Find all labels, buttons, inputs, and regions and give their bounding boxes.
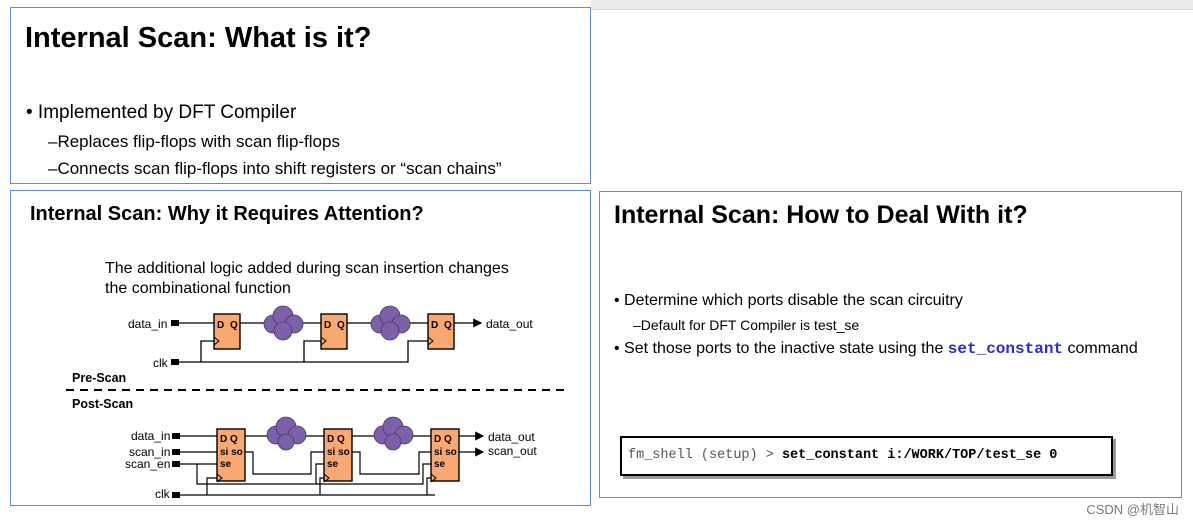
data-in-label: data_in <box>131 429 170 443</box>
ff-pins-1: D Q <box>434 434 452 445</box>
ff-pins-2: si so <box>327 447 350 458</box>
port-pin <box>171 359 179 365</box>
flip-flop: D Q <box>213 313 241 350</box>
command-text: set_constant i:/WORK/TOP/test_se 0 <box>781 448 1058 463</box>
clk-label: clk <box>153 356 169 370</box>
scan-diagram: data_in clk D Q D Q <box>66 305 569 501</box>
post-scan-circuit: data_in scan_in scan_en clk <box>125 416 537 501</box>
ff-d: D <box>217 320 224 331</box>
bullet-text: command <box>1063 340 1138 357</box>
code-set-constant: set_constant <box>947 340 1064 358</box>
logic-cloud <box>373 416 414 451</box>
bullet: • Set those ports to the inactive state … <box>614 340 1138 358</box>
logic-cloud <box>263 305 304 341</box>
ff-q: Q <box>337 320 345 331</box>
bullet: • Determine which ports disable the scan… <box>614 292 963 309</box>
post-scan-label: Post-Scan <box>72 397 133 411</box>
sub-bullet: –Connects scan flip-flops into shift reg… <box>48 159 502 178</box>
pre-scan-label: Pre-Scan <box>72 371 126 385</box>
sub-bullet: –Default for DFT Compiler is test_se <box>633 317 860 333</box>
ff-pins-2: si so <box>434 447 457 458</box>
ff-d: D <box>324 320 331 331</box>
scan-flip-flop: D Q si so se <box>430 428 460 483</box>
scan-out-label: scan_out <box>488 444 537 458</box>
scan-flip-flop: D Q si so se <box>216 428 246 483</box>
slide-why-attention: Internal Scan: Why it Requires Attention… <box>10 190 591 506</box>
pre-scan-circuit: data_in clk D Q D Q <box>128 305 533 370</box>
ff-q: Q <box>230 320 238 331</box>
scan-flip-flop: D Q si so se <box>323 428 353 483</box>
description-line: The additional logic added during scan i… <box>105 260 509 277</box>
ff-q: Q <box>444 320 452 331</box>
sub-bullet: –Replaces flip-flops with scan flip-flop… <box>48 132 340 151</box>
command-prompt: fm_shell (setup) > <box>628 448 782 463</box>
logic-cloud <box>370 305 411 341</box>
watermark: CSDN @机智山 <box>1086 502 1179 517</box>
port-pin <box>171 320 179 326</box>
slide-title: Internal Scan: What is it? <box>25 22 372 54</box>
slide-what-is-it: Internal Scan: What is it? • Implemented… <box>10 7 591 184</box>
data-in-label: data_in <box>128 317 167 331</box>
ff-pins-3: se <box>327 459 339 470</box>
clk-label: clk <box>155 487 171 501</box>
ff-pins-2: si so <box>220 447 243 458</box>
scan-in-label: scan_in <box>129 445 170 459</box>
data-out-label: data_out <box>486 317 533 331</box>
ff-d: D <box>431 320 438 331</box>
command-line: fm_shell (setup) > set_constant i:/WORK/… <box>628 448 1057 463</box>
flip-flop: D Q <box>427 313 455 350</box>
slide-title: Internal Scan: Why it Requires Attention… <box>30 203 424 225</box>
bullet-text: • Set those ports to the inactive state … <box>614 340 948 357</box>
description-line: the combinational function <box>105 280 291 297</box>
data-out-label: data_out <box>488 430 535 444</box>
command-box: fm_shell (setup) > set_constant i:/WORK/… <box>620 436 1113 476</box>
ff-pins-3: se <box>434 459 446 470</box>
scan-en-label: scan_en <box>125 457 170 471</box>
top-strip <box>591 0 1193 10</box>
logic-cloud <box>266 416 307 451</box>
ff-pins-1: D Q <box>220 434 238 445</box>
slide-how-to-deal: Internal Scan: How to Deal With it? • De… <box>599 191 1182 498</box>
slide-title: Internal Scan: How to Deal With it? <box>614 201 1028 229</box>
flip-flop: D Q <box>320 313 348 350</box>
bullet: • Implemented by DFT Compiler <box>26 102 297 123</box>
ff-pins-1: D Q <box>327 434 345 445</box>
ff-pins-3: se <box>220 459 232 470</box>
